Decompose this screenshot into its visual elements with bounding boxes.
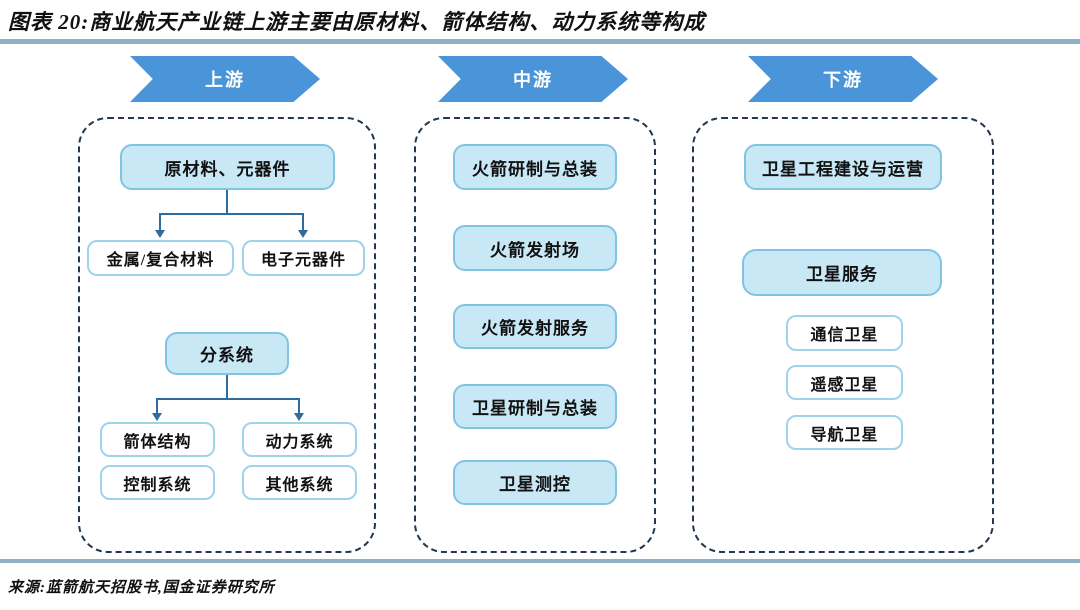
node-label: 火箭发射服务	[481, 319, 589, 338]
connector-line	[226, 190, 228, 215]
node-label: 导航卫星	[810, 426, 879, 444]
node-rocket-launch-site: 火箭发射场	[453, 225, 617, 271]
node-label: 通信卫星	[810, 327, 879, 344]
node-electronic-components: 电子元器件	[242, 240, 365, 276]
figure-title: 图表 20:商业航天产业链上游主要由原材料、箭体结构、动力系统等构成	[8, 10, 706, 34]
node-label: 遥感卫星	[810, 376, 879, 394]
connector-line	[302, 213, 304, 232]
connector-line	[157, 398, 300, 400]
node-satellite-tt-and-c: 卫星测控	[453, 460, 617, 505]
stage-banner-downstream-label: 下游	[823, 70, 863, 90]
node-satellite-development-assembly: 卫星研制与总装	[453, 384, 617, 429]
node-label: 火箭研制与总装	[472, 159, 598, 179]
node-label: 控制系统	[123, 476, 192, 494]
node-navigation-satellite: 导航卫星	[786, 415, 903, 450]
stage-banner-midstream: 中游	[438, 56, 628, 102]
connector-line	[226, 375, 228, 400]
node-communication-satellite: 通信卫星	[786, 315, 903, 351]
node-label: 动力系统	[265, 433, 334, 451]
stage-banner-downstream: 下游	[748, 56, 938, 102]
node-remote-sensing-satellite: 遥感卫星	[786, 365, 903, 400]
node-satellite-engineering-operations: 卫星工程建设与运营	[744, 144, 942, 190]
node-propulsion-system: 动力系统	[242, 422, 357, 457]
node-label: 火箭发射场	[490, 240, 580, 260]
node-label: 卫星工程建设与运营	[762, 159, 924, 179]
connector-line	[159, 213, 161, 232]
node-subsystems: 分系统	[165, 332, 289, 375]
node-metal-composite-materials: 金属/复合材料	[87, 240, 234, 276]
node-label: 卫星服务	[806, 265, 878, 284]
midstream-panel: 火箭研制与总装 火箭发射场 火箭发射服务 卫星研制与总装 卫星测控	[414, 117, 656, 553]
connector-line	[298, 398, 300, 415]
node-label: 其他系统	[265, 476, 334, 494]
node-label: 金属/复合材料	[106, 252, 215, 269]
node-satellite-services: 卫星服务	[742, 249, 942, 296]
connector-arrowhead	[298, 230, 308, 238]
connector-arrowhead	[152, 413, 162, 421]
node-raw-materials-components: 原材料、元器件	[120, 144, 335, 190]
downstream-panel: 卫星工程建设与运营 卫星服务 通信卫星 遥感卫星 导航卫星	[692, 117, 994, 553]
title-divider	[0, 39, 1080, 44]
node-rocket-development-assembly: 火箭研制与总装	[453, 144, 617, 190]
source-note: 来源:蓝箭航天招股书,国金证券研究所	[8, 580, 275, 596]
source-divider	[0, 559, 1080, 563]
node-label: 原材料、元器件	[164, 159, 291, 179]
node-other-systems: 其他系统	[242, 465, 357, 500]
node-label: 分系统	[200, 346, 254, 365]
node-label: 卫星研制与总装	[472, 399, 598, 418]
upstream-panel: 原材料、元器件 金属/复合材料 电子元器件 分系统 箭体结构 动力系统 控制系	[78, 117, 376, 553]
node-rocket-launch-services: 火箭发射服务	[453, 304, 617, 349]
connector-arrowhead	[294, 413, 304, 421]
node-rocket-body-structure: 箭体结构	[100, 422, 215, 457]
stage-banner-midstream-label: 中游	[513, 70, 553, 90]
connector-line	[160, 213, 304, 215]
node-label: 电子元器件	[260, 252, 346, 269]
stage-banner-upstream: 上游	[130, 56, 320, 102]
stage-banner-upstream-label: 上游	[205, 70, 245, 90]
connector-line	[156, 398, 158, 415]
node-label: 箭体结构	[123, 433, 192, 451]
node-label: 卫星测控	[499, 475, 571, 494]
connector-arrowhead	[155, 230, 165, 238]
node-control-system: 控制系统	[100, 465, 215, 500]
